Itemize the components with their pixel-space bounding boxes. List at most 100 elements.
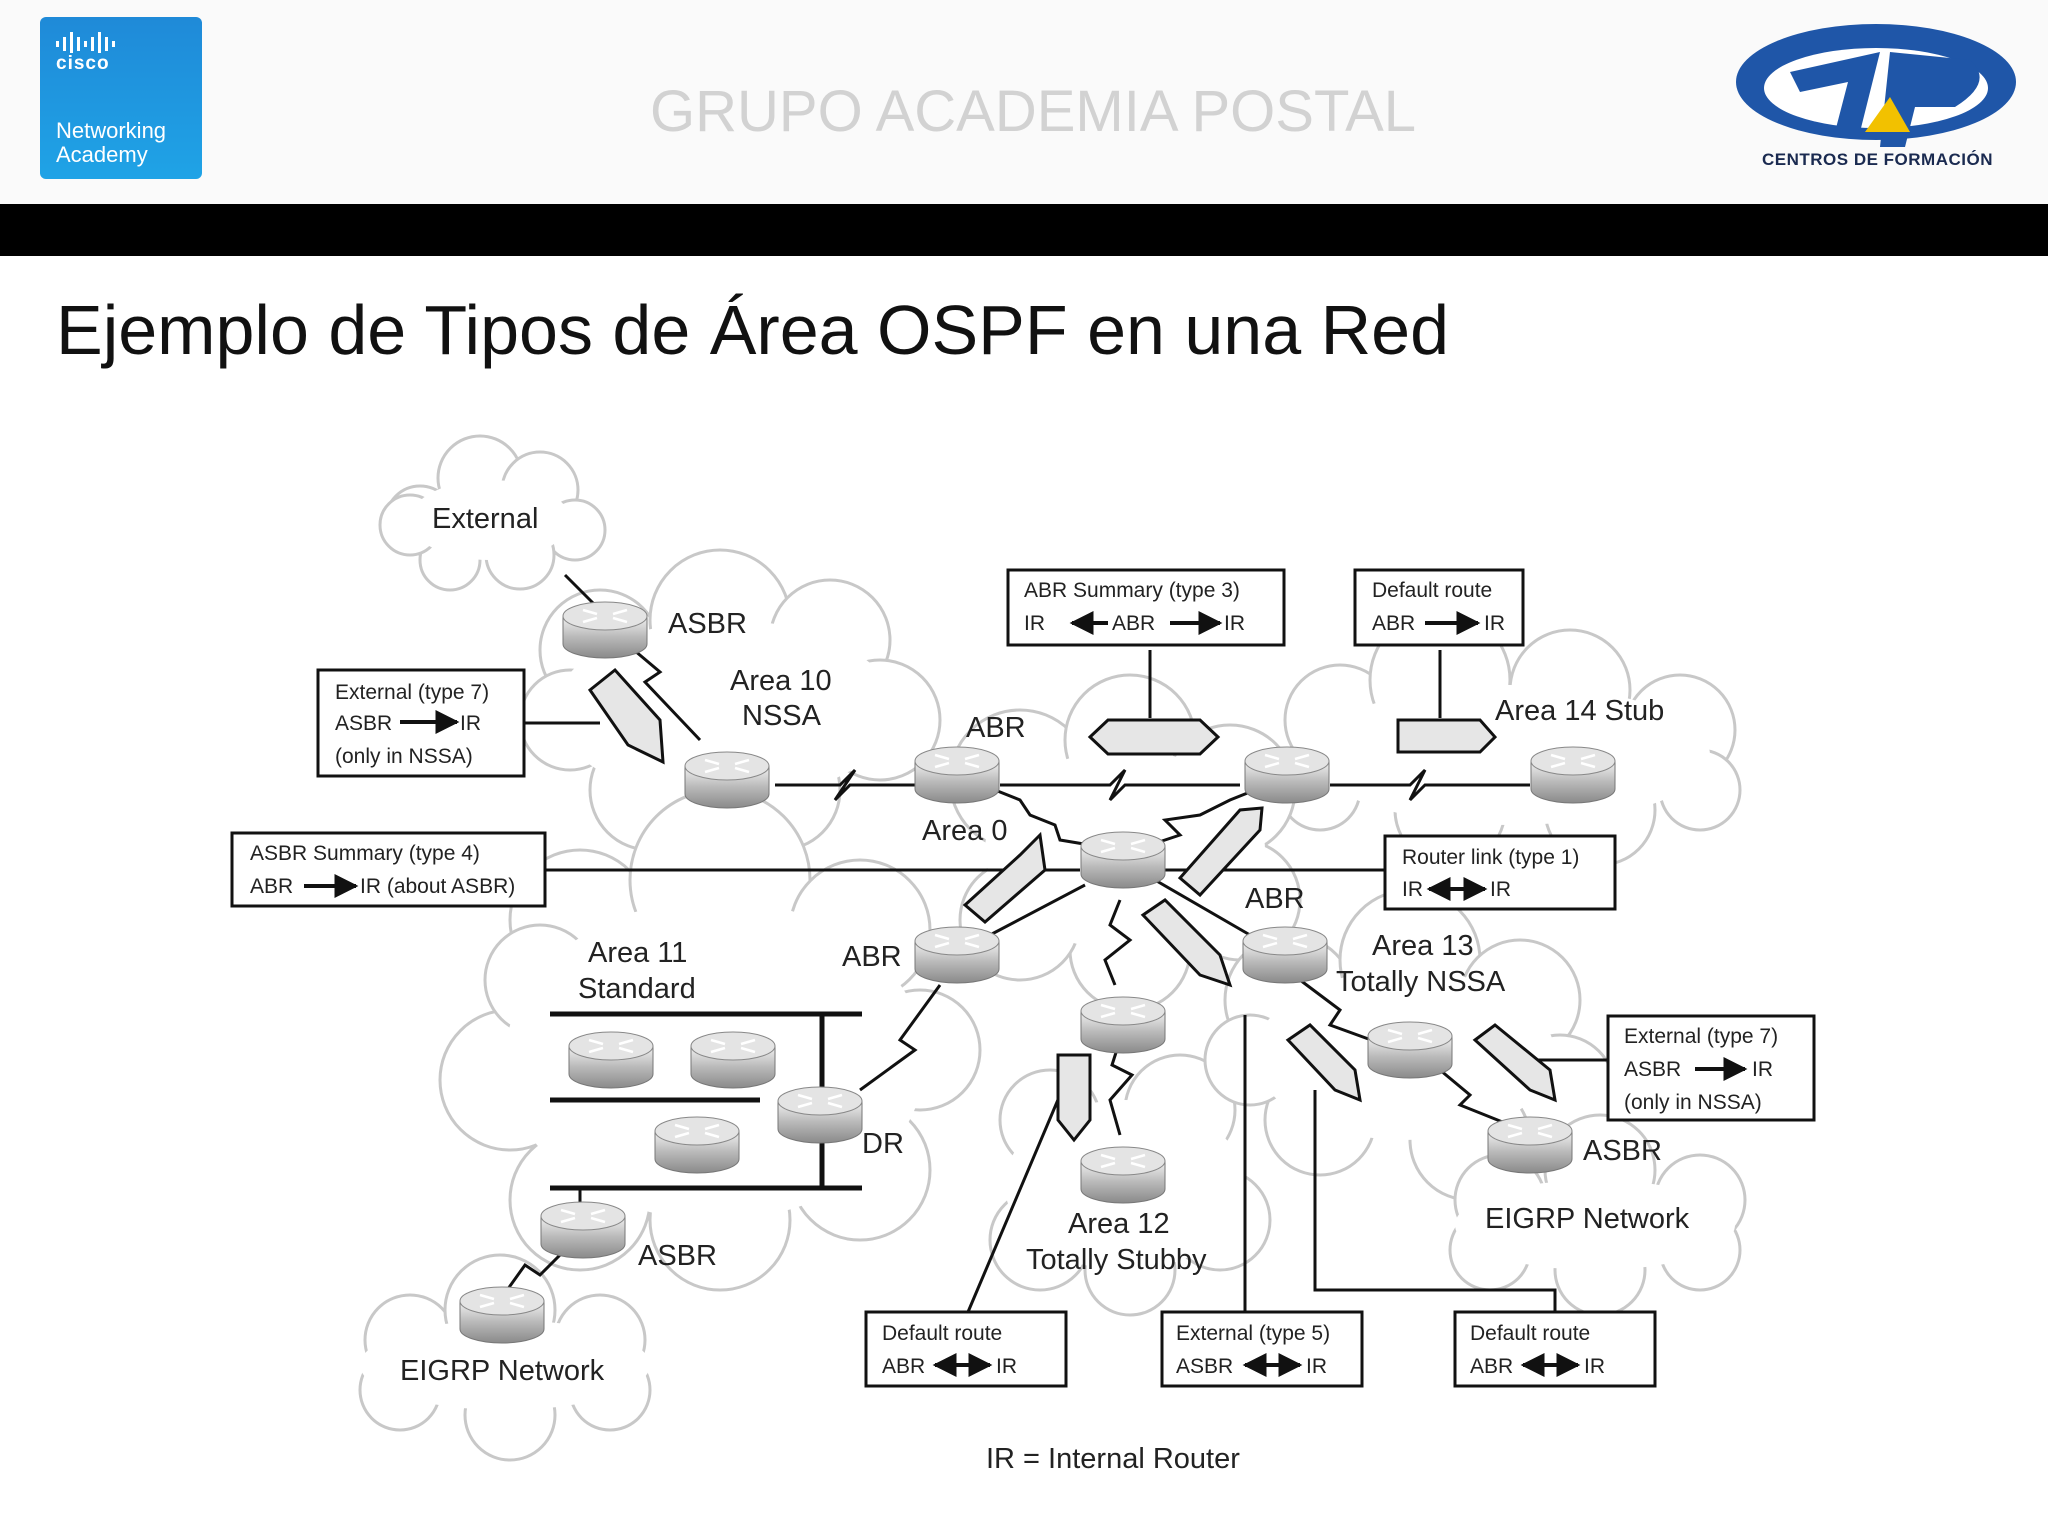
router-area11-lan3 <box>653 1115 741 1175</box>
lsa-arrow-area12 <box>1056 1053 1092 1143</box>
router-area14-internal <box>1529 745 1617 805</box>
networking-academy-text: Networking Academy <box>56 119 166 167</box>
label-asbr-top: ASBR <box>668 608 747 640</box>
cisco-wordmark: cisco <box>56 53 110 74</box>
area12-label-line2: Totally Stubby <box>1026 1244 1207 1276</box>
box-default-bottom-left <box>864 1310 1068 1388</box>
router-asbr-area11 <box>539 1200 627 1260</box>
box-asbr-summary-line2b: IR (about ASBR) <box>360 875 515 898</box>
area10-label-line2: NSSA <box>742 700 822 732</box>
box-router-link-line1: Router link (type 1) <box>1402 846 1579 869</box>
router-abr-area12 <box>1079 995 1167 1055</box>
area10-label-line1: Area 10 <box>730 665 832 697</box>
lsa-arrow-type7-left <box>587 667 665 765</box>
box-asbr-summary <box>230 831 547 908</box>
box-ext-type7-left-line2a: ASBR <box>335 712 392 735</box>
box-abr-summary-line2c: IR <box>1224 612 1245 635</box>
router-abr-area13 <box>1241 925 1329 985</box>
box-abr-summary <box>1006 568 1286 647</box>
router-abr-area14 <box>1243 745 1331 805</box>
box-default-top-line2b: IR <box>1484 612 1505 635</box>
router-area12-internal <box>1079 1145 1167 1205</box>
cloud-area14 <box>1278 608 1742 867</box>
box-router-link-line2b: IR <box>1490 878 1511 901</box>
box-default-bottom-right-line1: Default route <box>1470 1322 1590 1345</box>
box-default-bottom-right-line2a: ABR <box>1470 1355 1513 1378</box>
area11-label-line2: Standard <box>578 973 696 1005</box>
box-default-bottom-left-line2a: ABR <box>882 1355 925 1378</box>
box-ext-type5-line1: External (type 5) <box>1176 1322 1330 1345</box>
box-router-link-line2a: IR <box>1402 878 1423 901</box>
area11-label-line1: Area 11 <box>588 937 687 969</box>
router-asbr-area13 <box>1486 1115 1574 1175</box>
box-ext-type5-line2a: ASBR <box>1176 1355 1233 1378</box>
box-ext-type7-right-line1: External (type 7) <box>1624 1025 1778 1048</box>
cisco-networking-academy-logo: cisco Networking Academy <box>40 17 202 179</box>
router-area11-dr <box>776 1085 864 1145</box>
box-router-link <box>1383 834 1617 911</box>
area14-label: Area 14 Stub <box>1495 695 1664 727</box>
cisco-line2: Academy <box>56 142 148 167</box>
header-divider-bar <box>0 204 2048 256</box>
box-default-top-line2a: ABR <box>1372 612 1415 635</box>
legend-internal-router: IR = Internal Router <box>986 1443 1240 1475</box>
box-default-top <box>1353 568 1525 647</box>
router-area11-lan1 <box>567 1030 655 1090</box>
router-abr-area11 <box>913 925 1001 985</box>
lsa-arrow-abr-summary <box>1087 718 1221 756</box>
links <box>498 573 1608 1313</box>
box-asbr-summary-line2a: ABR <box>250 875 293 898</box>
box-default-top-line1: Default route <box>1372 579 1492 602</box>
label-abr-area10: ABR <box>966 712 1026 744</box>
lsa-arrow-asbr-summary <box>962 831 1047 924</box>
centros-formacion-logo <box>1736 24 2016 147</box>
box-ext-type7-right-line2b: IR <box>1752 1058 1773 1081</box>
router-area10-internal <box>683 750 771 810</box>
router-abr-area10 <box>913 745 1001 805</box>
area12-label-line1: Area 12 <box>1068 1208 1170 1240</box>
router-area13-internal <box>1366 1020 1454 1080</box>
label-dr: DR <box>862 1128 904 1160</box>
box-ext-type7-left-line3: (only in NSSA) <box>335 745 473 768</box>
box-ext-type7-left-line1: External (type 7) <box>335 681 489 704</box>
cloud-external-label: External <box>432 503 538 535</box>
cisco-line1: Networking <box>56 118 167 143</box>
box-default-bottom-left-line2b: IR <box>996 1355 1017 1378</box>
area0-label: Area 0 <box>922 815 1007 847</box>
centros-formacion-text: CENTROS DE FORMACIÓN <box>1762 150 1993 169</box>
box-default-bottom-right-line2b: IR <box>1584 1355 1605 1378</box>
cloud-eigrp-left-label: EIGRP Network <box>400 1355 605 1387</box>
cisco-bars-icon <box>56 32 115 53</box>
box-abr-summary-line1: ABR Summary (type 3) <box>1024 579 1240 602</box>
box-abr-summary-line2a: IR <box>1024 612 1045 635</box>
box-asbr-summary-line1: ASBR Summary (type 4) <box>250 842 480 865</box>
box-ext-type7-left-line2b: IR <box>460 712 481 735</box>
lsa-arrow-area13-right <box>1472 1023 1557 1103</box>
lsa-arrow-router-link-up <box>1177 806 1264 898</box>
label-abr-area13: ABR <box>1245 883 1305 915</box>
lsa-arrow-default-top <box>1396 718 1498 754</box>
area13-label-line1: Area 13 <box>1372 930 1474 962</box>
org-name: GRUPO ACADEMIA POSTAL <box>650 79 1417 144</box>
router-area11-lan2 <box>689 1030 777 1090</box>
box-ext-type7-right-line2a: ASBR <box>1624 1058 1681 1081</box>
lsa-flow-arrows <box>587 667 1557 1143</box>
label-asbr-area13: ASBR <box>1583 1135 1662 1167</box>
box-default-bottom-left-line1: Default route <box>882 1322 1002 1345</box>
box-ext-type5-line2b: IR <box>1306 1355 1327 1378</box>
area13-label-line2: Totally NSSA <box>1336 966 1506 998</box>
label-asbr-area11: ASBR <box>638 1240 717 1272</box>
label-abr-area11: ABR <box>842 941 902 973</box>
slide-title: Ejemplo de Tipos de Área OSPF en una Red <box>56 291 1450 369</box>
lsa-arrow-area13-left <box>1285 1023 1362 1103</box>
cloud-eigrp-right-label: EIGRP Network <box>1485 1203 1690 1235</box>
router-asbr-external <box>561 600 649 660</box>
lsa-arrow-router-link-down <box>1140 898 1233 988</box>
slide-header: cisco Networking Academy GRUPO ACADEMIA … <box>0 0 2048 204</box>
box-abr-summary-line2b: ABR <box>1112 612 1155 635</box>
router-eigrp-left <box>458 1285 546 1345</box>
cloud-external <box>378 434 607 592</box>
box-ext-type7-right-line3: (only in NSSA) <box>1624 1091 1762 1114</box>
router-area0-center <box>1079 830 1167 890</box>
